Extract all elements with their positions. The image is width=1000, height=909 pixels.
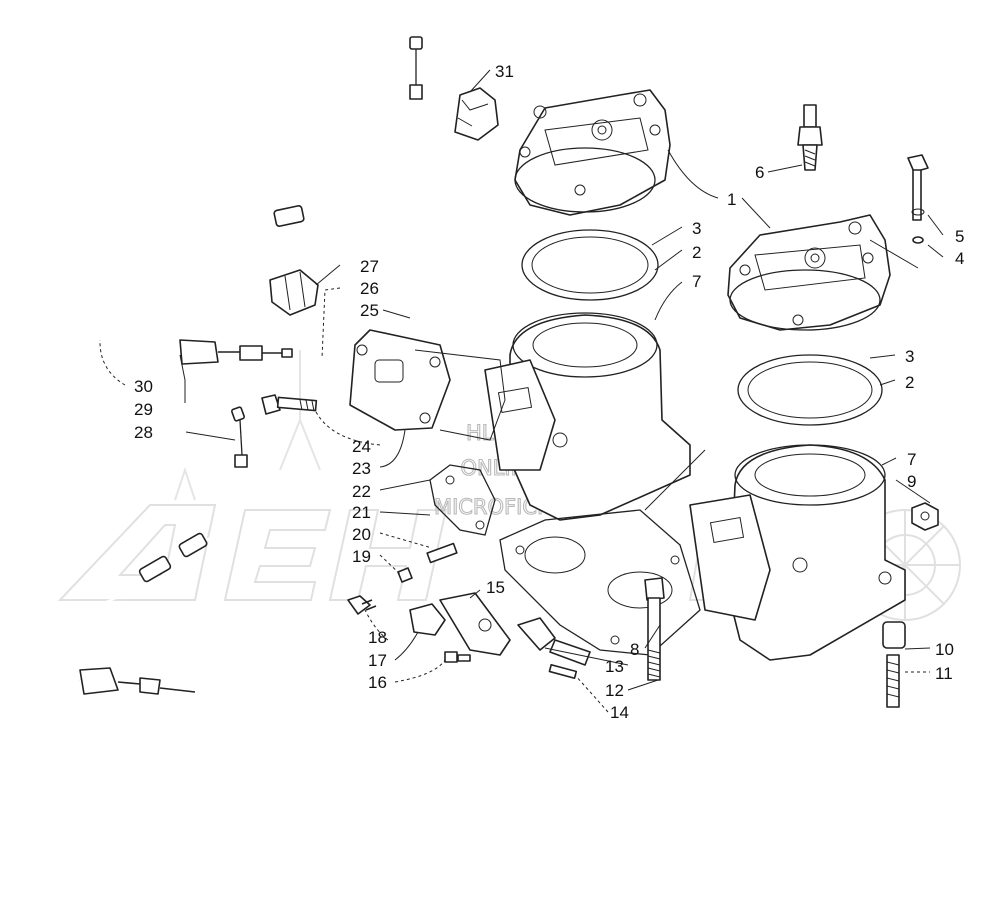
callout-15: 15 [486, 578, 505, 597]
part-head-gaskets [521, 229, 883, 426]
callout-23: 23 [352, 459, 371, 478]
callout-18: 18 [368, 628, 387, 647]
callout-28: 28 [134, 423, 153, 442]
part-nut-9 [911, 502, 939, 531]
part-valve-cover-25 [349, 329, 506, 441]
callout-8: 8 [630, 640, 639, 659]
part-bolt-24 [261, 394, 318, 415]
part-cylinder-head-lower [727, 214, 891, 331]
part-boot-27 [269, 269, 319, 316]
callout-3-lower: 3 [905, 347, 914, 366]
callout-7-upper: 7 [692, 272, 701, 291]
callout-14: 14 [610, 703, 629, 722]
part-cylinder-lower [689, 444, 906, 661]
callout-5: 5 [955, 227, 964, 246]
callout-7-lower: 7 [907, 450, 916, 469]
cable-lower [42, 406, 248, 695]
callout-27: 27 [360, 257, 379, 276]
callout-26: 26 [360, 279, 379, 298]
callout-2-lower: 2 [905, 373, 914, 392]
part-bolt-5 [907, 154, 929, 244]
part-spark-plug-6 [797, 104, 823, 171]
callout-19: 19 [352, 547, 371, 566]
callout-13: 13 [605, 657, 624, 676]
callout-16: 16 [368, 673, 387, 692]
callout-20: 20 [352, 525, 371, 544]
callout-22: 22 [352, 482, 371, 501]
part-base-gasket-8 [499, 509, 701, 656]
callout-29: 29 [134, 400, 153, 419]
callout-17: 17 [368, 651, 387, 670]
part-gasket-22 [429, 464, 496, 536]
callout-3-upper: 3 [692, 219, 701, 238]
callout-6: 6 [755, 163, 764, 182]
callout-10: 10 [935, 640, 954, 659]
callout-9: 9 [907, 472, 916, 491]
part-stud-11 [886, 654, 900, 708]
callout-1: 1 [727, 190, 736, 209]
part-spacer-10 [882, 621, 906, 649]
callout-4: 4 [955, 249, 964, 268]
callout-labels: 31 6 1 5 4 3 2 7 27 26 25 3 2 30 29 28 2… [134, 62, 964, 722]
leader-lines [99, 69, 944, 713]
callout-11: 11 [935, 664, 953, 683]
part-cylinder-head-upper [514, 89, 671, 216]
callout-21: 21 [352, 503, 371, 522]
callout-31: 31 [495, 62, 514, 81]
part-stud-12 [644, 577, 665, 681]
part-cylinder-upper [484, 312, 691, 521]
callout-30: 30 [134, 377, 153, 396]
cable-upper [133, 36, 423, 365]
part-clip-31 [454, 87, 499, 141]
part-bolts-19-21 [397, 542, 458, 583]
callout-25: 25 [360, 301, 379, 320]
callout-24: 24 [352, 437, 371, 456]
callout-2-upper: 2 [692, 243, 701, 262]
callout-12: 12 [605, 681, 624, 700]
